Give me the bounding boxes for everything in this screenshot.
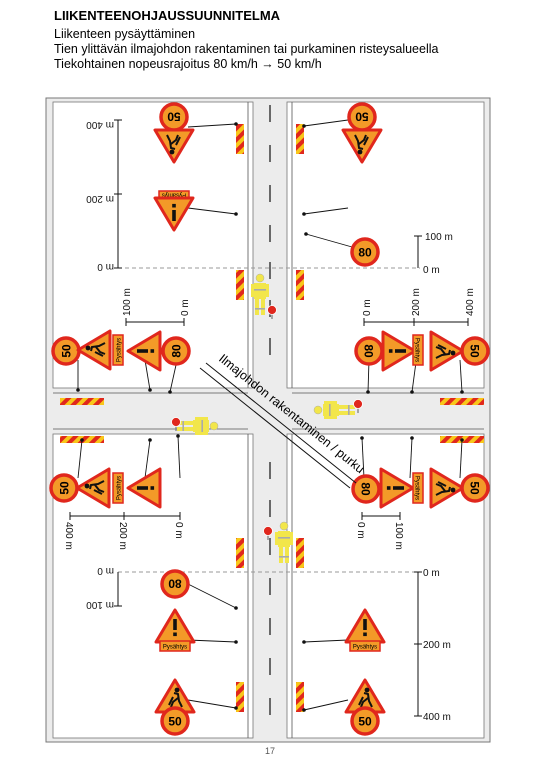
barrier-lower-right xyxy=(296,682,304,712)
speed-limit-50-sign: 50 xyxy=(51,336,81,366)
stop-ahead-plate: Pysähtys xyxy=(112,472,124,504)
speed-limit-50-sign: 50 xyxy=(160,706,190,736)
svg-text:Pysähtys: Pysähtys xyxy=(414,338,420,362)
distance-label: 200 m xyxy=(423,640,451,651)
speed-limit-80-sign: 80 xyxy=(350,237,380,267)
distance-label: 200 m xyxy=(411,288,422,316)
distance-label: 400 m xyxy=(423,712,451,723)
speed-limit-50-sign: 50 xyxy=(460,473,490,503)
distance-label: 400 m xyxy=(465,288,476,316)
subtitle-line-1: Liikenteen pysäyttäminen xyxy=(54,27,196,41)
distance-label: 100 m xyxy=(393,522,404,550)
svg-text:50: 50 xyxy=(168,715,182,729)
subtitle-line-2: Tien ylittävän ilmajohdon rakentaminen t… xyxy=(54,42,439,56)
distance-label: 400 m xyxy=(63,522,74,550)
speed-limit-50-sign: 50 xyxy=(159,102,189,132)
speed-limit-80-sign: 80 xyxy=(351,474,381,504)
distance-label: 200 m xyxy=(117,522,128,550)
svg-text:80: 80 xyxy=(358,246,372,260)
barrier-mid-right xyxy=(296,270,304,300)
speed-limit-80-sign: 80 xyxy=(161,336,191,366)
road-edges xyxy=(53,102,484,738)
distance-label: 100 m xyxy=(425,232,453,243)
distance-label: 0 m xyxy=(423,568,440,579)
distance-label: 0 m xyxy=(423,265,440,276)
svg-text:50: 50 xyxy=(468,344,482,358)
svg-text:Pysähtys: Pysähtys xyxy=(162,192,186,198)
pointer-lines xyxy=(77,119,463,711)
svg-text:50: 50 xyxy=(58,481,72,495)
barrier-lower-left xyxy=(236,682,244,712)
svg-text:Pysähtys: Pysähtys xyxy=(117,476,123,500)
speed-limit-50-sign: 50 xyxy=(350,706,380,736)
distance-label: m 0 xyxy=(97,261,114,272)
barrier-bottom-left xyxy=(236,538,244,568)
distance-label: m 100 xyxy=(86,599,114,610)
barrier-bottom-right xyxy=(296,538,304,568)
document-title: LIIKENTEENOHJAUSSUUNNITELMA xyxy=(54,8,281,23)
speed-limit-50-sign: 50 xyxy=(49,473,79,503)
svg-text:50: 50 xyxy=(468,481,482,495)
speed-limit-50-sign: 50 xyxy=(347,102,377,132)
svg-text:Pysähtys: Pysähtys xyxy=(117,338,123,362)
speed-limit-80-sign: 80 xyxy=(354,336,384,366)
svg-text:Pysähtys: Pysähtys xyxy=(163,645,187,651)
svg-text:50: 50 xyxy=(167,110,181,124)
stop-ahead-plate: Pysähtys xyxy=(158,190,190,202)
barrier-top-left xyxy=(236,124,244,154)
barrier-road-left-top xyxy=(60,398,104,405)
distance-scales xyxy=(69,119,469,717)
svg-text:80: 80 xyxy=(168,577,182,591)
distance-label: 0 m xyxy=(173,522,184,539)
stop-ahead-plate: Pysähtys xyxy=(349,640,381,652)
speed-limit-80-sign: 80 xyxy=(160,569,190,599)
svg-text:80: 80 xyxy=(362,344,376,358)
overhead-power-line xyxy=(199,362,357,489)
svg-text:80: 80 xyxy=(170,344,184,358)
stop-ahead-plate: Pysähtys xyxy=(412,472,424,504)
stop-ahead-plate: Pysähtys xyxy=(412,334,424,366)
distance-label: 0 m xyxy=(180,299,191,316)
svg-text:50: 50 xyxy=(358,715,372,729)
stop-ahead-plate: Pysähtys xyxy=(159,640,191,652)
stop-ahead-plate: Pysähtys xyxy=(112,334,124,366)
subtitle-line-3: Tiekohtainen nopeusrajoitus 80 km/h → 50… xyxy=(54,57,322,71)
svg-text:Pysähtys: Pysähtys xyxy=(414,476,420,500)
speed-limit-50-sign: 50 xyxy=(460,336,490,366)
svg-text:80: 80 xyxy=(359,482,373,496)
barrier-road-right-top xyxy=(440,398,484,405)
distance-label: 0 m xyxy=(362,299,373,316)
svg-text:50: 50 xyxy=(60,344,74,358)
page-number: 17 xyxy=(264,746,275,756)
distance-label: m 0 xyxy=(97,565,114,576)
svg-text:50: 50 xyxy=(355,110,369,124)
barrier-mid-left xyxy=(236,270,244,300)
svg-text:Pysähtys: Pysähtys xyxy=(353,645,377,651)
distance-label: m 400 xyxy=(86,119,114,130)
distance-label: 0 m xyxy=(355,522,366,539)
barrier-top-right xyxy=(296,124,304,154)
distance-label: m 200 xyxy=(86,193,114,204)
distance-label: 100 m xyxy=(122,288,133,316)
